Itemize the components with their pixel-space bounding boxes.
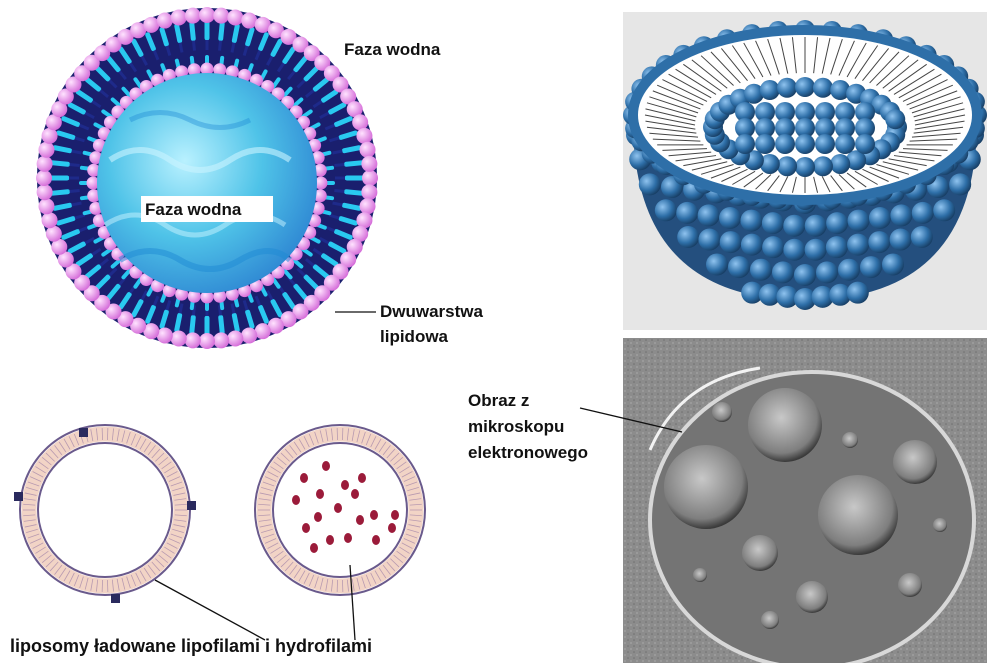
caption-leader-left bbox=[155, 580, 265, 640]
lipophilic-liposome-icon bbox=[14, 425, 196, 603]
micrograph-label-line2: mikroskopu bbox=[468, 415, 564, 439]
bilayer-label-line1: Dwuwarstwa bbox=[380, 300, 483, 324]
electron-micrograph-icon bbox=[623, 338, 987, 663]
micrograph-label-line3: elektronowego bbox=[468, 441, 588, 465]
caption: liposomy ładowane lipofilami i hydrofila… bbox=[10, 634, 372, 658]
micrograph-label-line1: Obraz z bbox=[468, 389, 529, 413]
hydrophilic-liposome-icon bbox=[255, 425, 425, 595]
liposome-3d-hemisphere-icon bbox=[623, 12, 987, 330]
outer-phase-label: Faza wodna bbox=[344, 38, 440, 62]
liposome-cross-section-icon bbox=[36, 7, 378, 349]
inner-phase-label: Faza wodna bbox=[145, 198, 241, 222]
bilayer-label-line2: lipidowa bbox=[380, 325, 448, 349]
